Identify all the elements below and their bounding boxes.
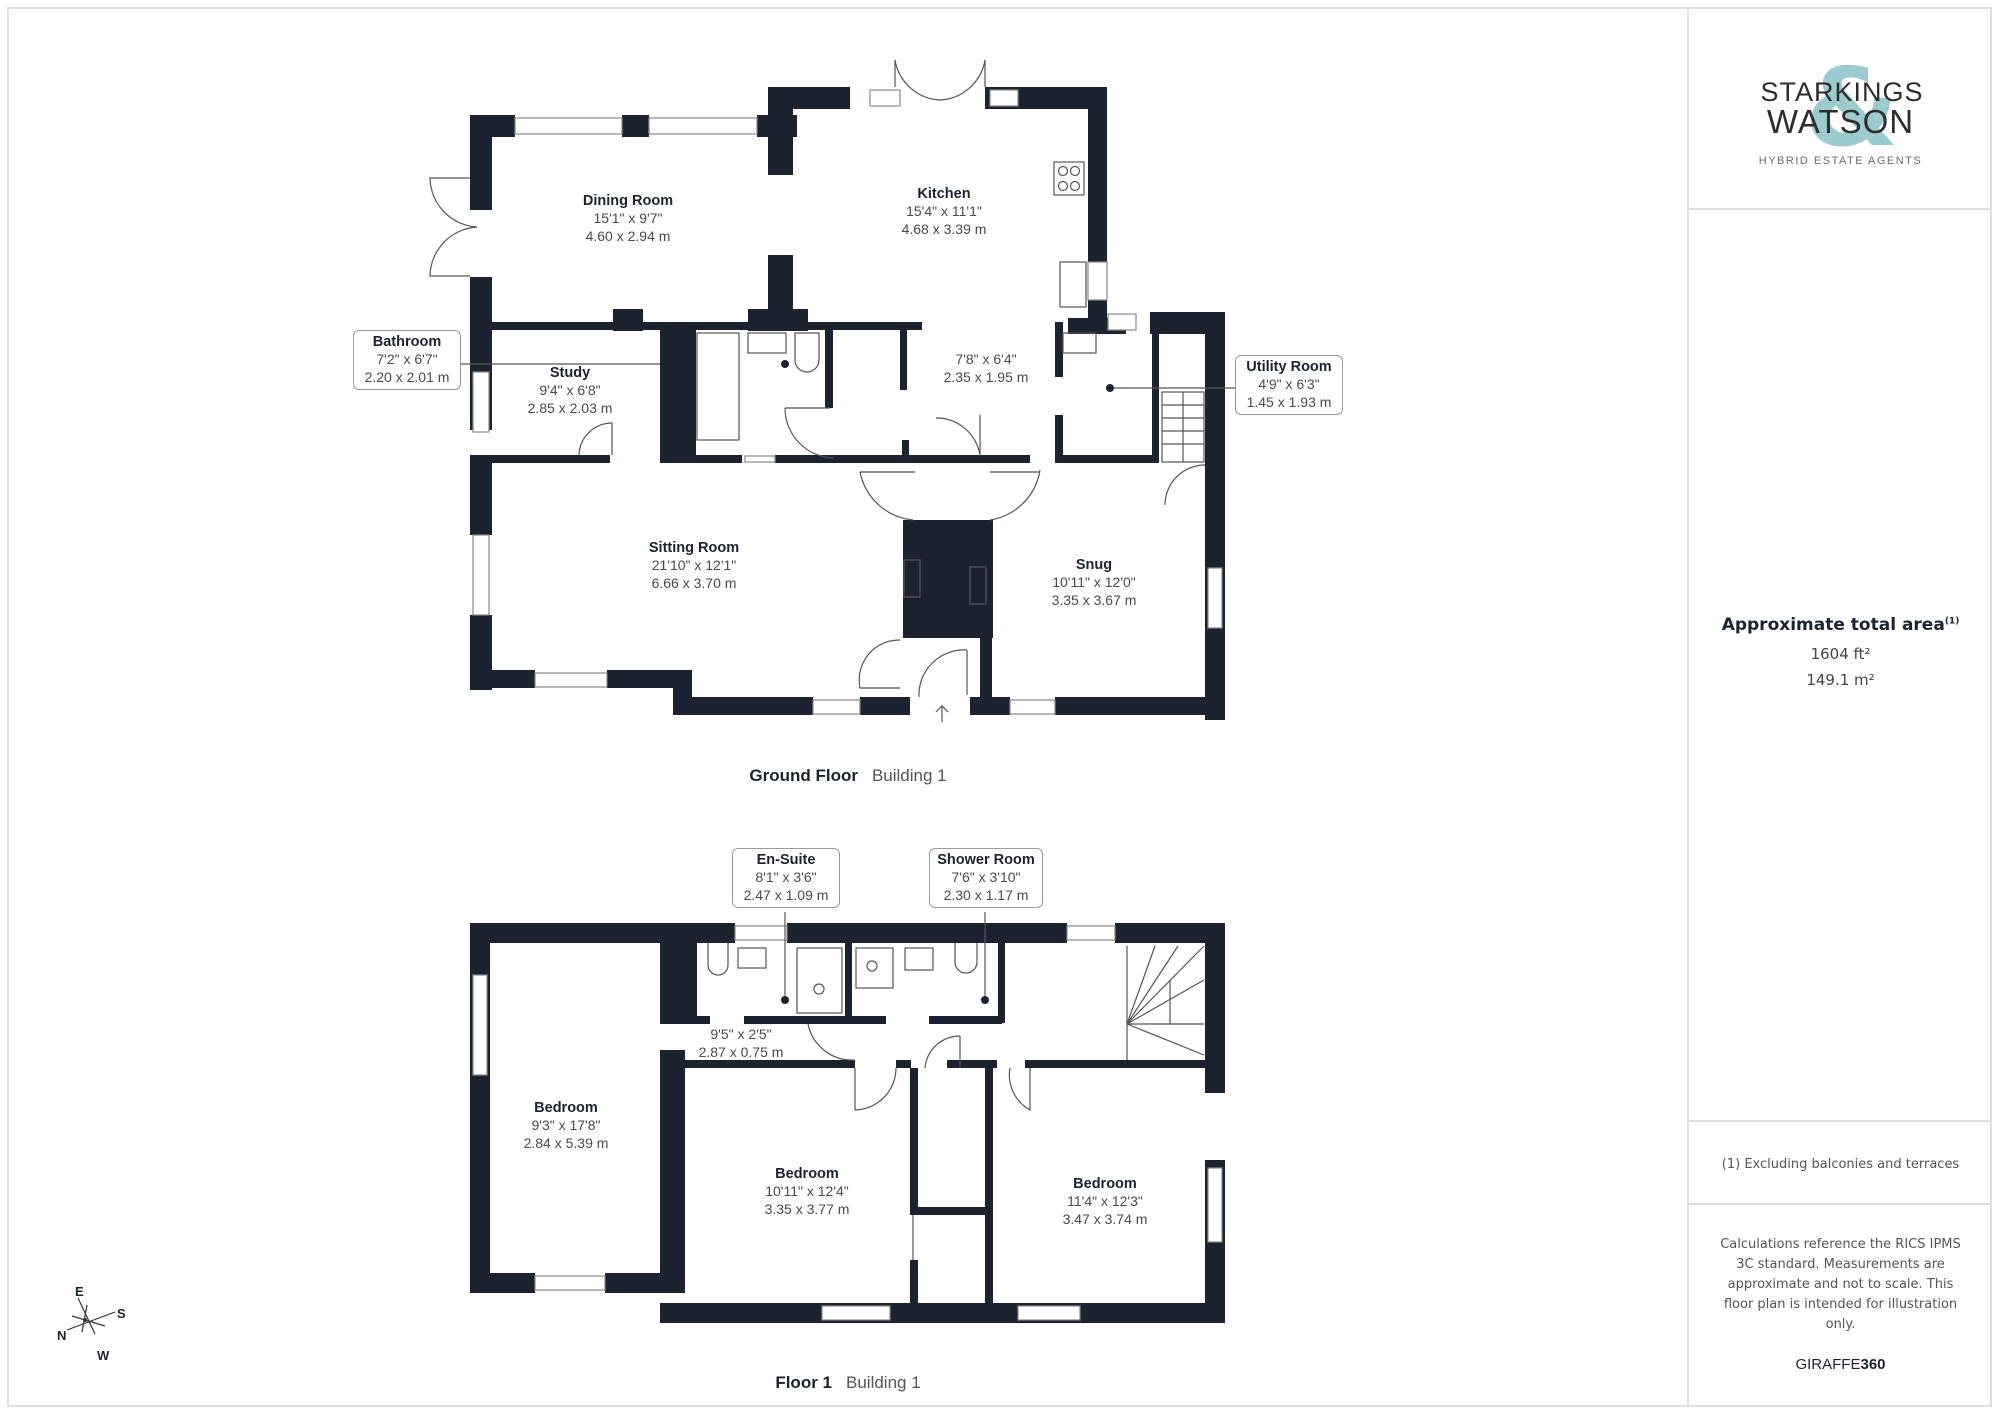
room-tag-utility-room: Utility Room 4'9" x 6'3" 1.45 x 1.93 m xyxy=(1235,355,1343,415)
room-size-metric: 6.66 x 3.70 m xyxy=(651,575,737,591)
provider-logo: GIRAFFE360 xyxy=(1795,1356,1886,1373)
room-size-imperial: 7'8" x 6'4" xyxy=(955,351,1017,367)
ground-floor-caption: Ground Floor Building 1 xyxy=(749,766,946,786)
room-size-metric: 4.60 x 2.94 m xyxy=(585,228,671,244)
ground-floor-fixtures xyxy=(429,59,1240,722)
room-size-imperial: 11'4" x 12'3" xyxy=(1067,1193,1143,1209)
first-floor-walls xyxy=(470,923,1225,1323)
room-tag-en-suite: En-Suite 8'1" x 3'6" 2.47 x 1.09 m xyxy=(732,848,840,908)
disclaimer-section: Calculations reference the RICS IPMS 3C … xyxy=(1689,1205,1992,1407)
room-size-metric: 3.35 x 3.77 m xyxy=(764,1201,850,1217)
room-label-sitting-room: Sitting Room 21'10" x 12'1" 6.66 x 3.70 … xyxy=(649,540,739,592)
room-name: Bedroom xyxy=(534,1100,598,1116)
page-frame xyxy=(7,7,1992,1407)
room-size-imperial: 15'1" x 9'7" xyxy=(593,210,663,226)
room-size-metric: 1.45 x 1.93 m xyxy=(1246,394,1332,410)
area-sqm: 149.1 m² xyxy=(1806,671,1875,689)
building-label: Building 1 xyxy=(871,766,947,785)
room-size-imperial: 9'4" x 6'8" xyxy=(539,382,601,398)
compass-south: S xyxy=(117,1306,126,1321)
brand-section: & STARKINGS WATSON HYBRID ESTATE AGENTS xyxy=(1689,7,1992,210)
room-size-imperial: 7'6" x 3'10" xyxy=(951,869,1021,885)
room-label-kitchen: Kitchen 15'4" x 11'1" 4.68 x 3.39 m xyxy=(902,186,987,238)
room-size-metric: 3.47 x 3.74 m xyxy=(1062,1211,1148,1227)
brand-logo: & STARKINGS WATSON xyxy=(1760,55,1924,163)
room-name: En-Suite xyxy=(756,852,816,868)
room-size-imperial: 10'11" x 12'4" xyxy=(765,1183,849,1199)
room-size-imperial: 8'1" x 3'6" xyxy=(755,869,817,885)
first-floor-caption: Floor 1 Building 1 xyxy=(775,1373,920,1393)
footnote-ref: (1) xyxy=(1944,616,1960,627)
room-label-hallway: 7'8" x 6'4" 2.35 x 1.95 m xyxy=(944,350,1029,386)
ground-floor-windows xyxy=(472,89,1223,715)
room-name: Snug xyxy=(1075,557,1113,573)
room-size-metric: 2.47 x 1.09 m xyxy=(743,887,829,903)
total-area: Approximate total area(1) 1604 ft² 149.1… xyxy=(1689,615,1992,689)
disclaimer-text: Calculations reference the RICS IPMS 3C … xyxy=(1720,1237,1961,1332)
room-name: Bathroom xyxy=(372,334,442,350)
room-label-bedroom-1: Bedroom 9'3" x 17'8" 2.84 x 5.39 m xyxy=(524,1100,609,1152)
room-name: Bedroom xyxy=(1073,1176,1137,1192)
compass-north: N xyxy=(57,1328,67,1343)
room-tag-bathroom: Bathroom 7'2" x 6'7" 2.20 x 2.01 m xyxy=(353,330,461,390)
room-size-imperial: 7'2" x 6'7" xyxy=(376,351,438,367)
room-size-imperial: 21'10" x 12'1" xyxy=(651,557,737,573)
room-size-imperial: 15'4" x 11'1" xyxy=(906,203,982,219)
footnote-section: (1) Excluding balconies and terraces xyxy=(1689,1120,1992,1205)
room-size-metric: 2.30 x 1.17 m xyxy=(943,887,1029,903)
room-size-imperial: 4'9" x 6'3" xyxy=(1258,376,1320,392)
room-name: Bedroom xyxy=(775,1166,839,1182)
room-label-snug: Snug 10'11" x 12'0" 3.35 x 3.67 m xyxy=(1052,557,1137,609)
room-size-imperial: 9'5" x 2'5" xyxy=(710,1026,772,1042)
footnote-text: (1) Excluding balconies and terraces xyxy=(1721,1157,1960,1172)
floor-label: Ground Floor xyxy=(749,766,858,785)
info-sidebar: & STARKINGS WATSON HYBRID ESTATE AGENTS … xyxy=(1687,7,1992,1407)
room-size-metric: 2.87 x 0.75 m xyxy=(698,1044,784,1060)
room-size-imperial: 9'3" x 17'8" xyxy=(531,1117,601,1133)
floor-plan-drawing xyxy=(429,59,1240,1323)
brand-name-line2: WATSON xyxy=(1766,103,1915,140)
room-size-metric: 2.20 x 2.01 m xyxy=(364,369,450,385)
room-name: Utility Room xyxy=(1246,359,1332,375)
room-size-metric: 4.68 x 3.39 m xyxy=(901,221,987,237)
building-label: Building 1 xyxy=(846,1373,921,1392)
room-size-imperial: 10'11" x 12'0" xyxy=(1052,574,1136,590)
floor-label: Floor 1 xyxy=(775,1373,832,1392)
room-size-metric: 3.35 x 3.67 m xyxy=(1051,592,1137,608)
room-label-dining-room: Dining Room 15'1" x 9'7" 4.60 x 2.94 m xyxy=(583,193,673,245)
room-name: Sitting Room xyxy=(648,540,740,556)
room-size-metric: 2.85 x 2.03 m xyxy=(527,400,613,416)
ampersand-icon: & xyxy=(1804,46,1899,171)
room-label-study: Study 9'4" x 6'8" 2.85 x 2.03 m xyxy=(528,365,613,417)
total-area-title: Approximate total area(1) xyxy=(1721,615,1960,635)
room-name: Shower Room xyxy=(937,852,1035,868)
first-floor-fixtures xyxy=(707,912,1205,1260)
compass-west: W xyxy=(97,1348,110,1363)
room-name: Kitchen xyxy=(917,186,971,202)
compass-east: E xyxy=(75,1284,84,1299)
room-label-landing: 9'5" x 2'5" 2.87 x 0.75 m xyxy=(699,1025,784,1061)
room-tag-shower-room: Shower Room 7'6" x 3'10" 2.30 x 1.17 m xyxy=(929,848,1043,908)
brand-tagline: HYBRID ESTATE AGENTS xyxy=(1758,155,1923,167)
room-name: Study xyxy=(549,365,591,381)
room-size-metric: 2.84 x 5.39 m xyxy=(523,1135,609,1151)
room-size-metric: 2.35 x 1.95 m xyxy=(943,369,1029,385)
room-label-bedroom-2: Bedroom 10'11" x 12'4" 3.35 x 3.77 m xyxy=(765,1166,850,1218)
brand-name-line1: STARKINGS xyxy=(1760,77,1924,107)
area-sqft: 1604 ft² xyxy=(1810,645,1871,663)
room-label-bedroom-3: Bedroom 11'4" x 12'3" 3.47 x 3.74 m xyxy=(1063,1176,1148,1228)
compass-icon: E S N W xyxy=(55,1284,135,1370)
room-name: Dining Room xyxy=(582,193,674,209)
first-floor-windows xyxy=(472,925,1223,1321)
